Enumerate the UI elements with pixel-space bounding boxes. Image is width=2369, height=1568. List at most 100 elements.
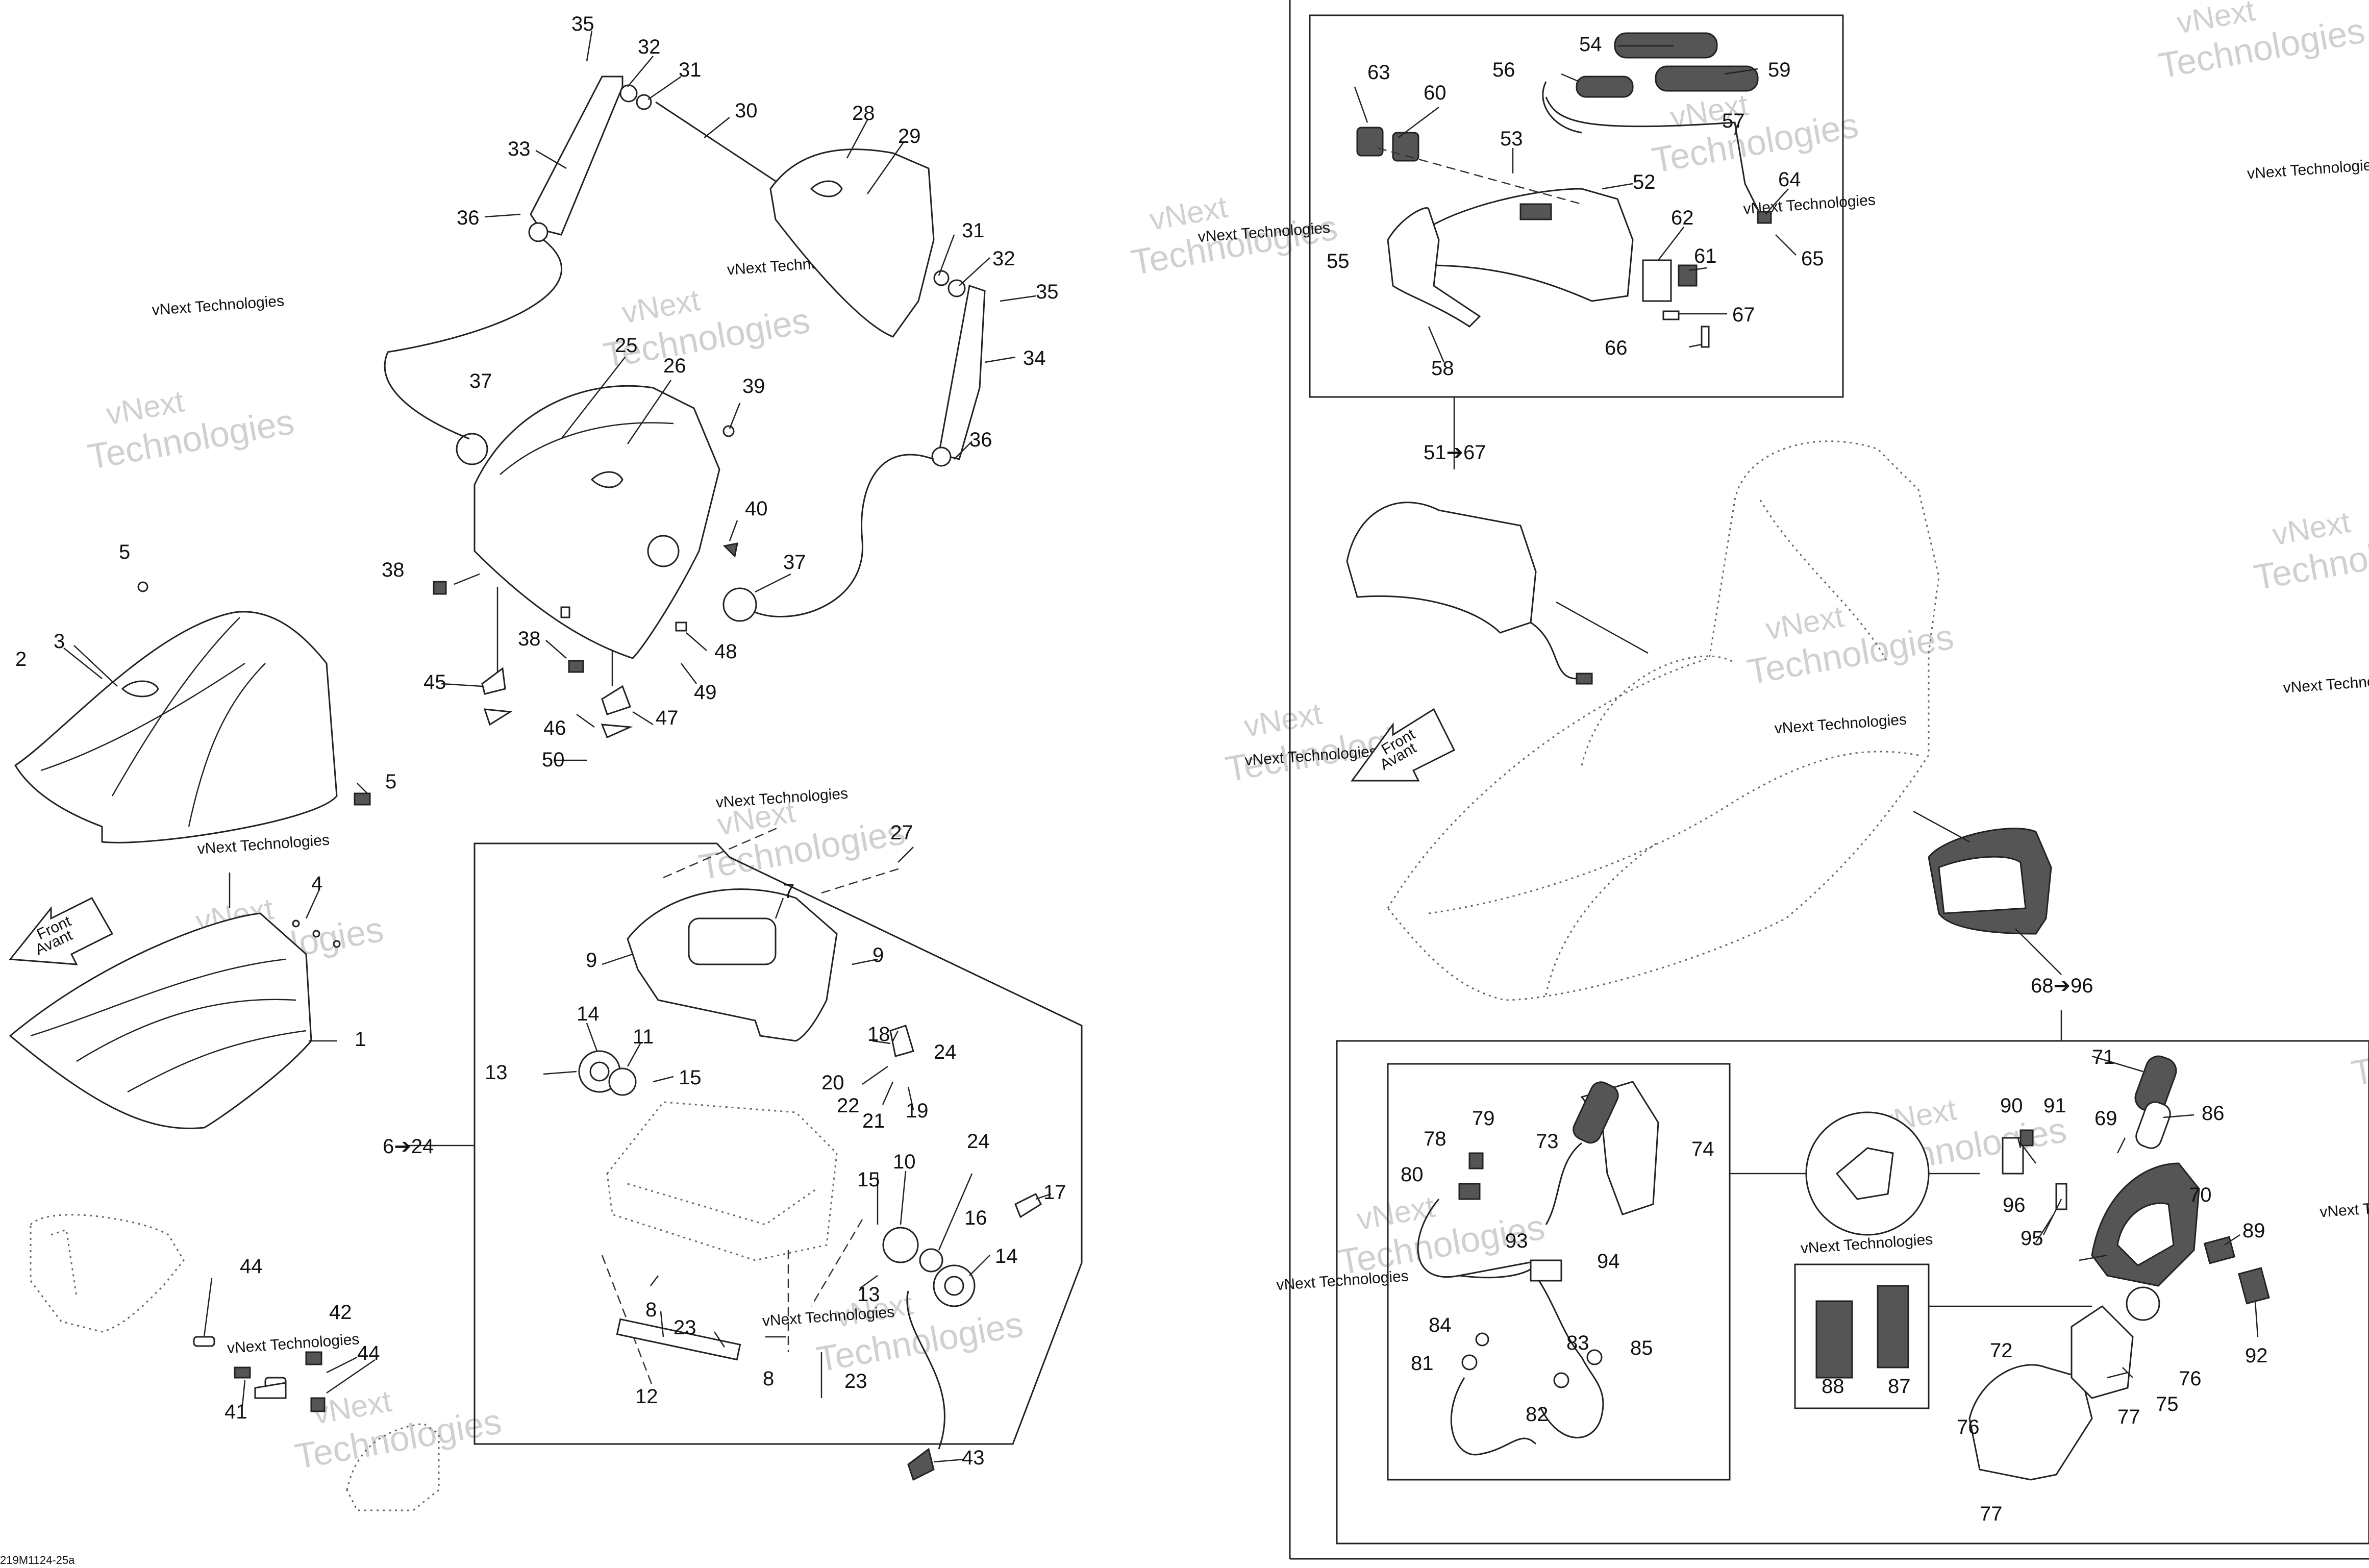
heater-harness-subframe: [1387, 1063, 1731, 1481]
callout-12: 12: [635, 1385, 658, 1408]
callout-72: 72: [1990, 1339, 2013, 1362]
watermark-small: vNext Technologies: [1774, 711, 1907, 737]
callout-36: 36: [969, 429, 992, 451]
heater-elements-73-74: [1545, 1081, 1659, 1225]
bumper-5: [354, 792, 371, 806]
callout-35: 35: [1036, 281, 1059, 303]
callout-23: 23: [674, 1316, 696, 1339]
screw-4: [292, 919, 300, 928]
callout-96: 96: [2003, 1194, 2026, 1216]
callout-87: 87: [1888, 1375, 1911, 1398]
callout-67: 67: [1732, 304, 1755, 326]
callout-42: 42: [329, 1301, 352, 1324]
callout-91: 91: [2043, 1094, 2066, 1117]
cable-path: [384, 239, 562, 440]
heater-harness-41-44: [193, 1336, 326, 1412]
callout-30: 30: [735, 99, 758, 122]
callout-68-96: 68➔96: [2031, 975, 2093, 997]
callout-13: 13: [857, 1283, 880, 1306]
callout-32: 32: [638, 36, 661, 58]
handle-clips-60-63: [1356, 127, 1698, 320]
callout-40: 40: [745, 497, 768, 520]
decal-87: [1877, 1285, 1909, 1368]
backrest-25-26: [473, 385, 720, 659]
callout-4: 4: [311, 873, 322, 895]
callout-31: 31: [962, 219, 985, 242]
callout-61: 61: [1694, 245, 1717, 267]
clip-90: [2019, 1129, 2034, 1147]
callout-numbers: 1 2 3 4 5 5 6➔24 7 8 8 9 9 10 11 12 13 1…: [15, 13, 2268, 1525]
side-bag-installed: [1928, 828, 2052, 935]
decal-88: [1815, 1300, 1853, 1379]
screw-4: [312, 930, 320, 938]
callout-34: 34: [1023, 347, 1046, 369]
callout-46: 46: [543, 717, 566, 739]
callout-84: 84: [1429, 1314, 1452, 1336]
watermark-small: vNext Technologies: [2247, 156, 2369, 182]
callout-25: 25: [615, 334, 638, 357]
callout-2: 2: [15, 648, 27, 670]
callout-65: 65: [1801, 247, 1824, 270]
callout-18: 18: [867, 1023, 890, 1046]
bumper-5: [137, 581, 148, 592]
callout-11: 11: [633, 1026, 654, 1048]
washer-32: [619, 84, 638, 103]
latch-45: [481, 667, 506, 695]
detail-handle: [1835, 1147, 1894, 1200]
callout-58: 58: [1431, 357, 1454, 380]
callout-28: 28: [852, 102, 875, 125]
callout-54: 54: [1579, 33, 1602, 56]
leader-lines: [63, 30, 2259, 1463]
callout-23: 23: [844, 1370, 867, 1392]
callout-29: 29: [898, 125, 921, 147]
callout-75: 75: [2156, 1393, 2179, 1415]
kit-link: [2015, 928, 2062, 975]
seat-frame-dashes: [601, 826, 904, 1388]
bar-12: [616, 1318, 741, 1361]
cable-path: [755, 454, 934, 617]
callout-45: 45: [423, 671, 446, 693]
callout-69: 69: [2094, 1107, 2117, 1130]
callout-13: 13: [485, 1061, 508, 1084]
callout-95: 95: [2021, 1227, 2043, 1250]
callout-59: 59: [1768, 59, 1791, 81]
callout-63: 63: [1367, 61, 1390, 84]
callout-85: 85: [1630, 1337, 1653, 1359]
callout-15: 15: [679, 1066, 702, 1089]
callout-38: 38: [518, 628, 541, 650]
bracket-33: [528, 76, 624, 242]
heater-rod-57: [1545, 96, 1761, 215]
handle-bracket-55: [1387, 207, 1481, 328]
callout-16: 16: [964, 1207, 987, 1229]
backrest-cover-28-29: [769, 148, 935, 338]
callout-24: 24: [934, 1041, 957, 1063]
washer-31: [933, 270, 950, 286]
screw-4: [333, 940, 341, 948]
knob-37: [722, 587, 757, 622]
callout-17: 17: [1043, 1181, 1066, 1204]
callout-14: 14: [577, 1003, 600, 1025]
callout-20: 20: [821, 1072, 844, 1094]
callout-92: 92: [2245, 1345, 2268, 1367]
callout-49: 49: [694, 681, 717, 704]
seat-frame-body: [606, 1101, 838, 1261]
callout-22: 22: [837, 1094, 860, 1117]
clip-92: [2238, 1267, 2270, 1305]
seat-frame-upper-7: [627, 888, 838, 1042]
callout-19: 19: [906, 1100, 929, 1122]
callout-37: 37: [783, 551, 806, 574]
watermark-small-labels: vNext Technologies vNext Technologies vN…: [152, 156, 2369, 1357]
callout-76: 76: [2179, 1367, 2202, 1390]
ring-16: [919, 1248, 943, 1273]
callout-47: 47: [656, 707, 679, 729]
callout-38: 38: [382, 559, 405, 581]
callout-78: 78: [1424, 1128, 1447, 1150]
callout-94: 94: [1597, 1250, 1620, 1273]
callout-6-24: 6➔24: [383, 1135, 434, 1158]
callout-44: 44: [357, 1342, 380, 1364]
lower-accessory-kit-frame: [1336, 1040, 2369, 1545]
callout-70: 70: [2189, 1184, 2212, 1206]
side-bag-72: [1968, 1364, 2093, 1481]
watermark-small: vNext Technologies: [2283, 670, 2369, 696]
